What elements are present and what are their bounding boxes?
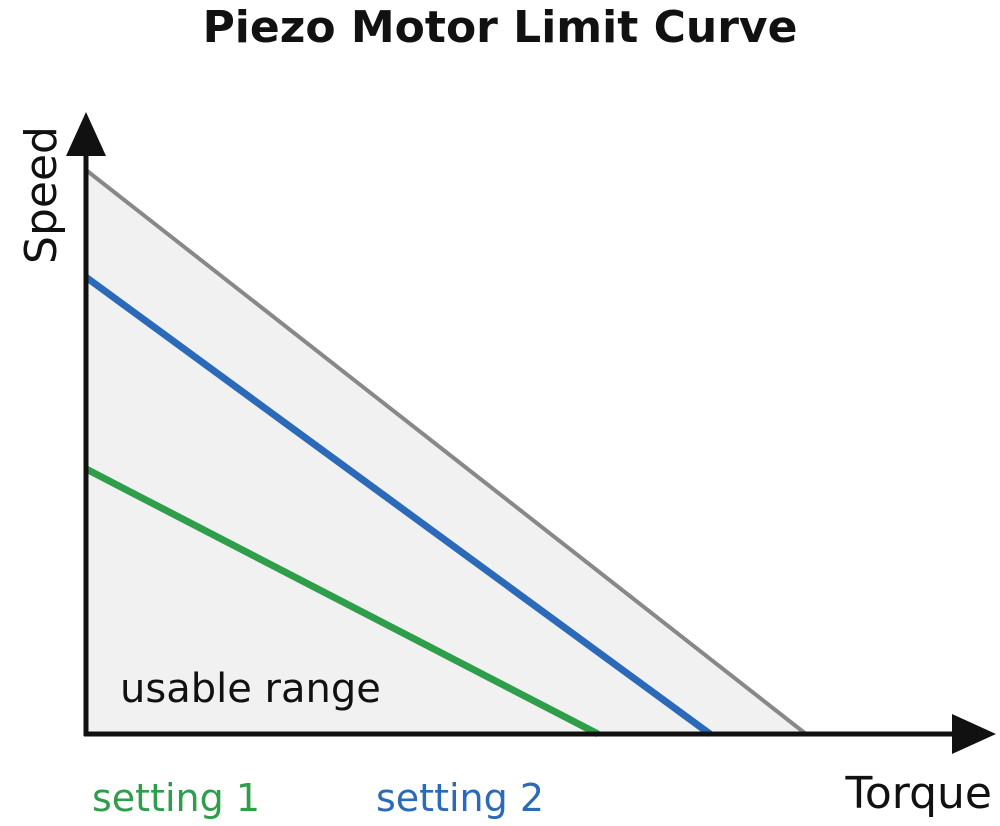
legend-setting-2: setting 2 [376, 776, 544, 820]
setting-1-line [84, 465, 600, 738]
y-axis-label: Speed [16, 126, 67, 264]
legend-setting-1: setting 1 [92, 776, 260, 820]
chart-title: Piezo Motor Limit Curve [202, 2, 798, 53]
usable-range-label: usable range [120, 666, 381, 712]
y-axis-arrow-icon [66, 112, 106, 156]
x-axis-arrow-icon [952, 714, 996, 754]
setting-2-line [83, 274, 713, 737]
x-axis-label: Torque [844, 768, 992, 819]
limit-curve-line [84, 168, 808, 736]
